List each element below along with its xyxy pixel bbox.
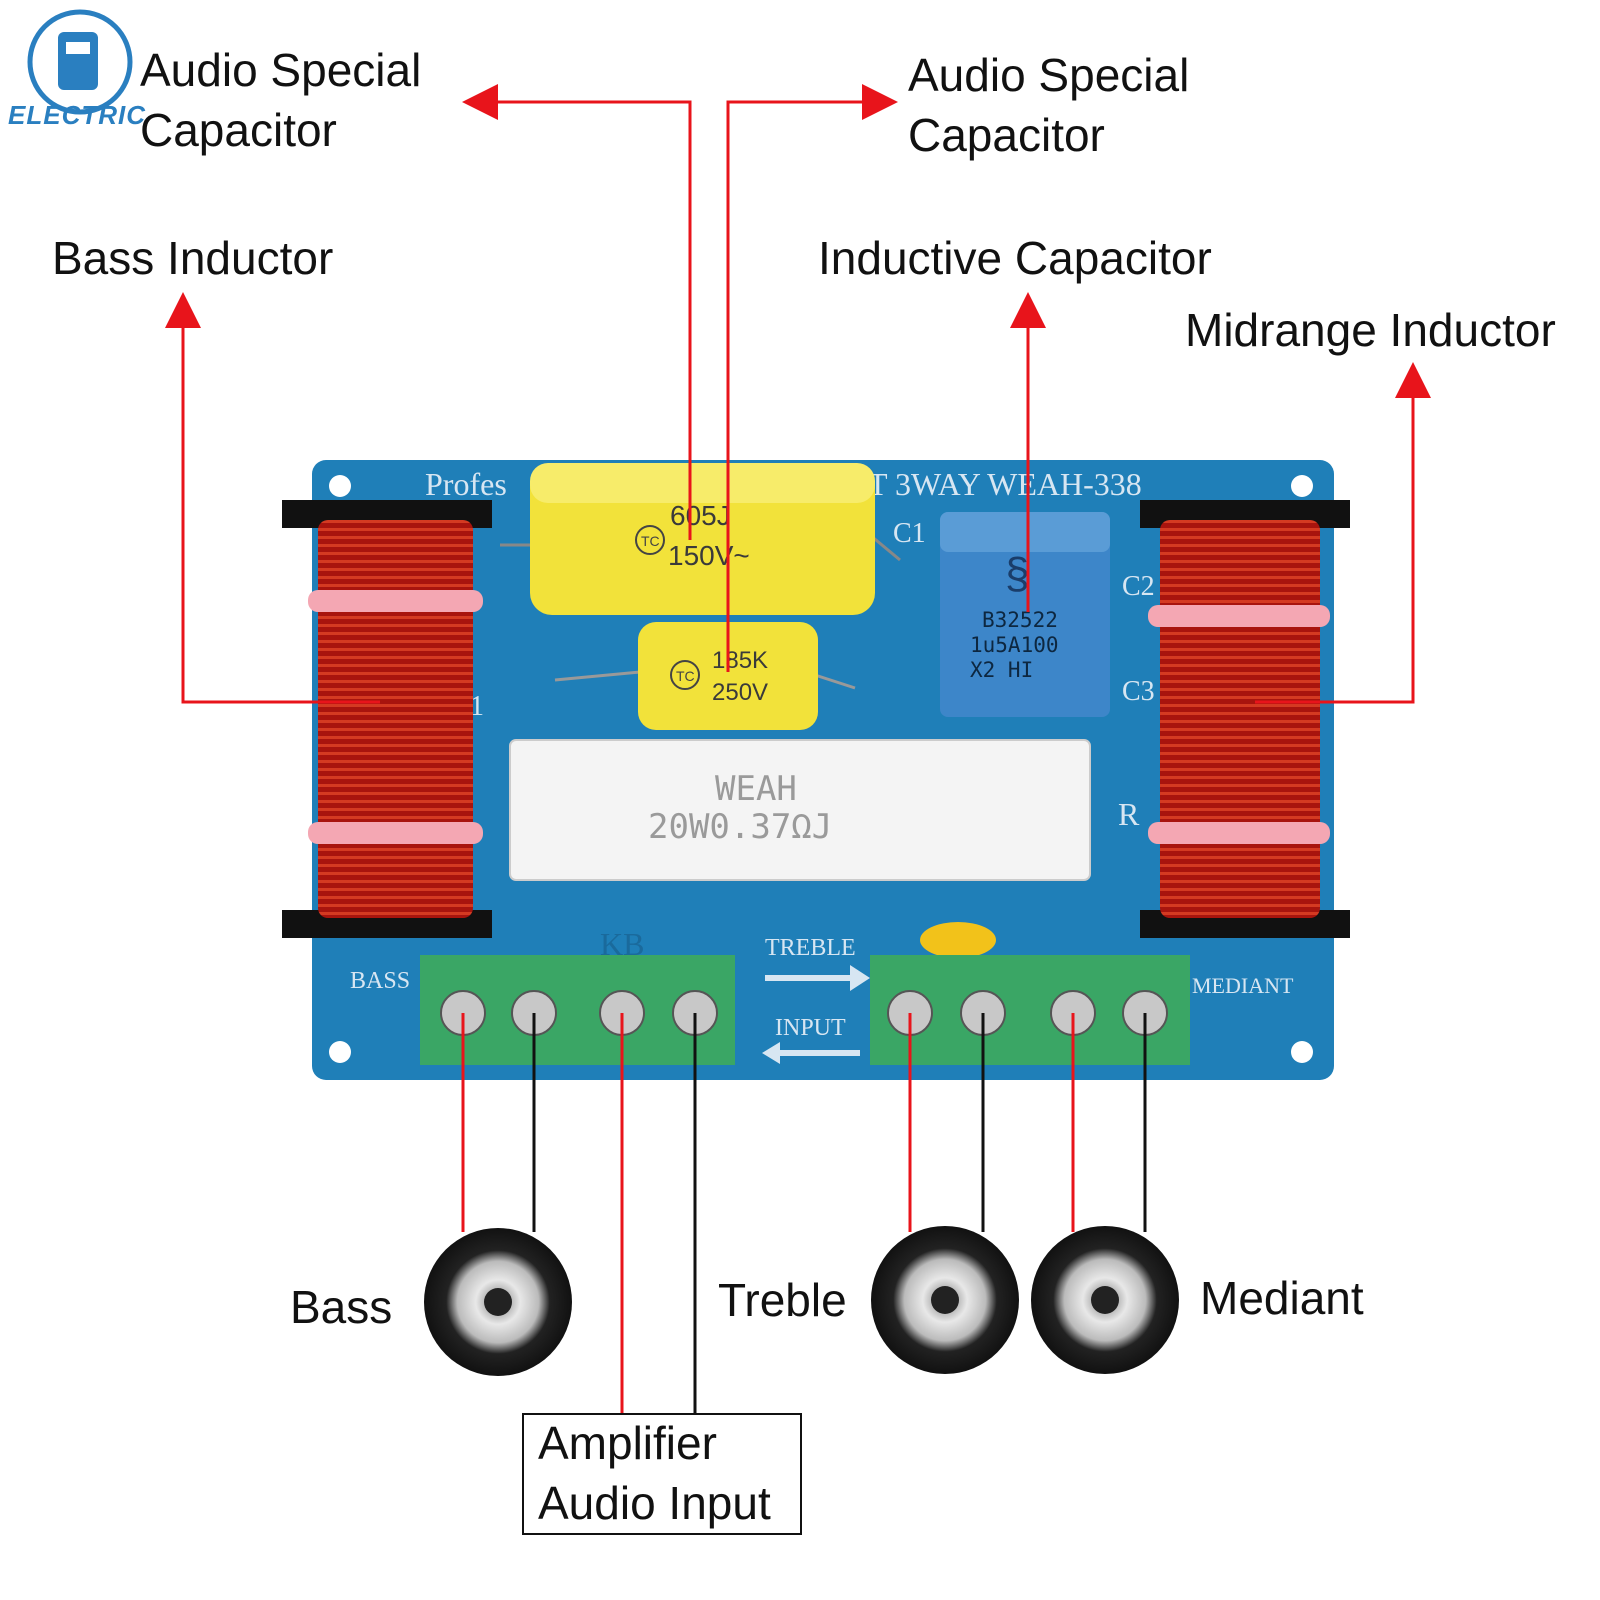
label-line: Capacitor [140,104,337,156]
board-title-left: Profes [425,466,507,502]
silk-c1: C1 [893,518,926,549]
label-bass-inductor: Bass Inductor [52,232,334,284]
midrange-inductor [1140,500,1350,938]
audio-capacitor-small: TC 185K 250V [554,622,856,730]
logo-text: ELECTRIC [8,100,146,130]
inductive-capacitor: § B32522 1u5A100 X2 HI [940,512,1110,717]
wiring [461,1013,1147,1413]
silk-mediant: MEDIANT [1192,973,1294,998]
ceramic-resistor: WEAH 20W0.37ΩJ [509,739,1091,881]
ceramic-cap [920,922,996,958]
cap-small-line2: 250V [712,679,768,706]
label-inductive-capacitor: Inductive Capacitor [818,232,1212,284]
cap-large-line2: 150V~ [668,540,750,571]
silk-input: INPUT [775,1015,846,1041]
label-midrange-inductor: Midrange Inductor [1185,304,1556,356]
silk-r: R [1118,796,1140,832]
terminal-blocks [420,955,1190,1065]
cap-blue-line2: 1u5A100 [970,633,1059,657]
label-line: Audio Special [140,44,422,96]
label-mediant: Mediant [1200,1272,1364,1324]
mediant-speaker [1031,1226,1179,1374]
label-audio-capacitor-left: Audio Special Capacitor [140,40,421,160]
amp-input-box [522,1413,802,1535]
bass-inductor [282,500,492,938]
label-line: Audio Special [908,49,1190,101]
label-bass: Bass [290,1281,393,1333]
label-audio-capacitor-right: Audio Special Capacitor [908,45,1189,165]
silk-l1: 1 [470,691,484,722]
cap-blue-line3: X2 HI [970,658,1033,682]
silk-bass: BASS [350,968,410,994]
svg-text:TC: TC [641,533,660,549]
svg-text:§: § [1005,549,1029,598]
svg-text:TC: TC [676,668,695,684]
brand-logo [27,9,133,115]
cap-small-line1: 185K [712,647,768,674]
resistor-line2: 20W0.37ΩJ [648,807,832,847]
label-amplifier-input: Amplifier Audio Input [538,1413,771,1533]
bass-speaker [424,1228,572,1376]
audio-capacitor-large: TC 605J 150V~ [500,463,901,615]
silk-treble: TREBLE [765,935,856,961]
resistor-line1: WEAH [715,769,797,809]
label-line: Amplifier [538,1417,717,1469]
cap-blue-line1: B32522 [982,608,1058,632]
silk-c3: C3 [1122,676,1155,707]
label-line: Audio Input [538,1477,771,1529]
label-treble: Treble [718,1274,847,1326]
silk-c2: C2 [1122,571,1155,602]
label-line: Capacitor [908,109,1105,161]
board-title-right: T 3WAY WEAH-338 [868,466,1142,502]
cap-large-line1: 605J [670,500,731,531]
leader-lines [165,84,1431,704]
treble-speaker [871,1226,1019,1374]
